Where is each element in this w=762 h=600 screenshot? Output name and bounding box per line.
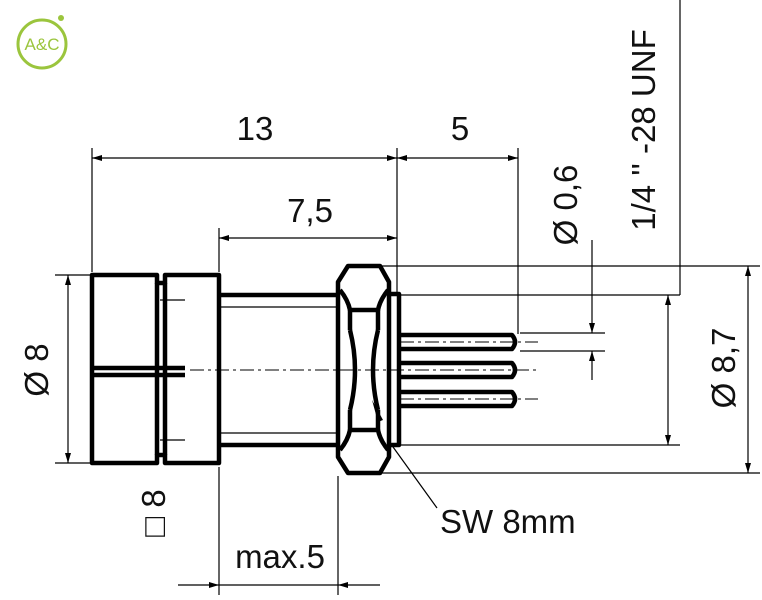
hex-nut [335, 263, 402, 476]
dim-panel-thickness: max.5 [235, 538, 325, 575]
dim-body-length: 7,5 [287, 192, 333, 229]
connector-body [190, 292, 540, 448]
logo: A&C [16, 15, 68, 70]
dim-wrench-size: SW 8mm [440, 503, 576, 540]
dim-overall-length: 13 [237, 110, 274, 147]
dim-head-square: □ 8 [135, 489, 172, 536]
dim-flange-diameter: Ø 8,7 [705, 328, 742, 409]
logo-text: A&C [25, 35, 60, 54]
connector-head [89, 272, 222, 466]
dimension-lines [65, 0, 751, 588]
dim-thread: 1/4 '' -28 UNF [625, 29, 662, 231]
extension-lines [55, 148, 760, 595]
dim-pin-length: 5 [451, 110, 469, 147]
dim-pin-diameter: Ø 0,6 [547, 165, 584, 246]
dim-head-diameter: Ø 8 [18, 343, 55, 396]
contact-pins [400, 332, 538, 409]
